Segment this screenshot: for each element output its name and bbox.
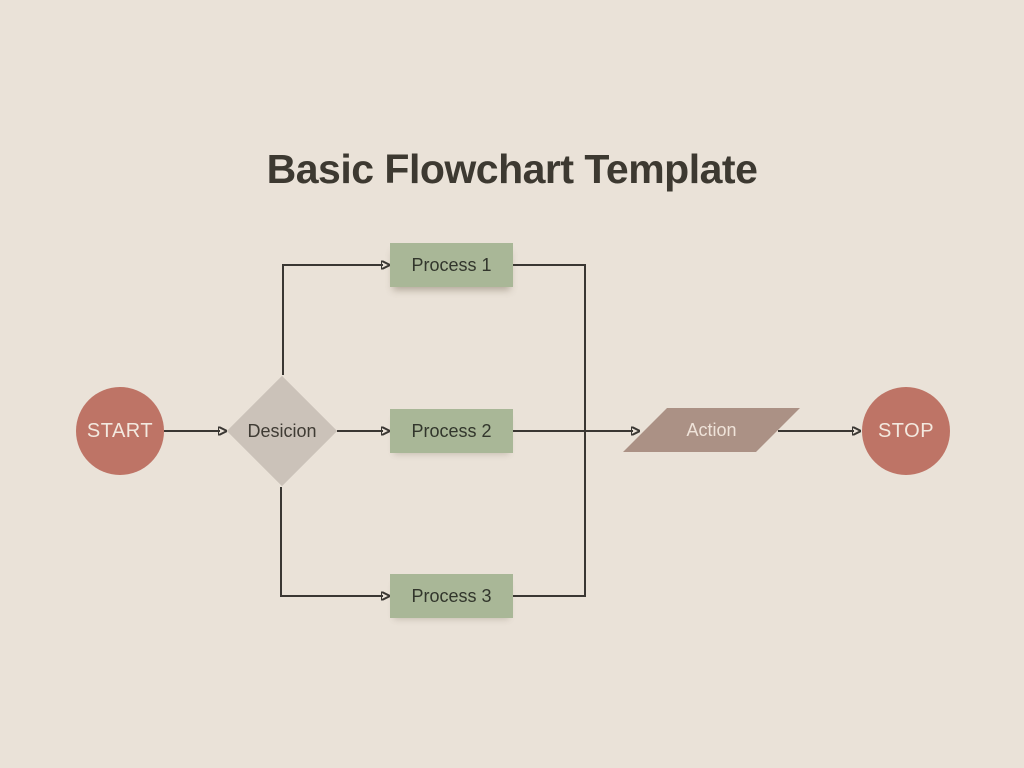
node-stop[interactable]: STOP — [862, 387, 950, 475]
node-process-2-label: Process 2 — [411, 420, 492, 441]
node-process-3-label: Process 3 — [411, 585, 492, 606]
node-action-label: Action — [686, 419, 737, 440]
node-stop-label: STOP — [877, 419, 935, 442]
node-start[interactable]: START — [76, 387, 164, 475]
connector-decision-process3 — [280, 487, 383, 596]
node-start-label: START — [86, 419, 154, 442]
node-decision[interactable]: Desicion — [226, 375, 338, 487]
connector-process3-join — [513, 430, 586, 597]
connector-decision-process1 — [282, 265, 383, 375]
node-process-1[interactable]: Process 1 — [390, 243, 513, 287]
node-action[interactable]: Action — [623, 408, 800, 452]
connector-process1-join — [513, 264, 586, 432]
node-process-1-label: Process 1 — [411, 254, 492, 275]
node-process-2[interactable]: Process 2 — [390, 409, 513, 453]
node-decision-label: Desicion — [247, 420, 317, 441]
node-process-3[interactable]: Process 3 — [390, 574, 513, 618]
page-title: Basic Flowchart Template — [266, 146, 758, 192]
